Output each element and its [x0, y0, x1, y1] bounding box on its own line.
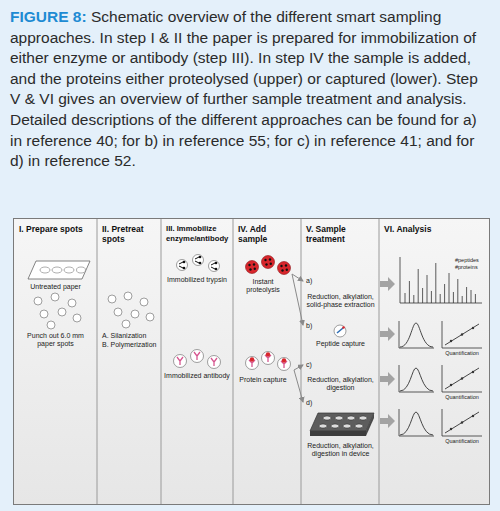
spectrum-peak	[431, 291, 432, 303]
illustration	[14, 219, 489, 504]
axis-label: Quantification	[434, 394, 490, 401]
paper-spots	[34, 293, 81, 329]
spectrum-peak	[449, 273, 450, 303]
step-column: I. Prepare spots	[14, 219, 97, 504]
figure-number: FIGURE 8:	[10, 8, 87, 25]
part-label: Untreated paper	[17, 283, 94, 291]
step-heading: I. Prepare spots	[14, 219, 97, 234]
part-label: Immobilized trypsin	[164, 276, 230, 284]
figure-caption: FIGURE 8: Schematic overview of the diff…	[10, 7, 492, 172]
spectrum-peak	[440, 294, 441, 303]
step-heading: VI. Analysis	[379, 219, 489, 234]
antibody-icons	[174, 350, 221, 369]
approach-letter: c)	[306, 361, 320, 369]
step-column: V. Sample treatment	[301, 219, 379, 504]
protein-capture-icons	[246, 352, 291, 371]
spectrum-peak	[462, 296, 463, 303]
spectrum-peak	[427, 275, 428, 303]
chart-axes	[399, 257, 482, 436]
spectrum-peak	[435, 263, 436, 303]
part-label: Immobilized antibody	[164, 372, 230, 380]
column-ground	[14, 219, 489, 504]
flow-arrows	[380, 277, 395, 428]
spectrum-peak	[466, 287, 467, 303]
method-label: A. Silanization	[102, 332, 160, 340]
spectrum-peak	[444, 284, 445, 303]
step-note: Protein capture	[235, 376, 291, 384]
pretreated-spots	[108, 292, 154, 328]
spectrum-peak	[475, 294, 476, 303]
calibration-points	[450, 327, 474, 430]
peak-traces	[400, 323, 433, 435]
paper-sheet	[28, 261, 90, 279]
method-label: B. Polymerization	[102, 341, 160, 349]
caption-text: Schematic overview of the different smar…	[10, 8, 478, 169]
axis-label: Quantification	[434, 438, 490, 445]
diagram-panel: I. Prepare spotsII. Pretreat spotsIII. I…	[13, 218, 490, 505]
peptide-capture-icon	[334, 325, 346, 337]
column-dividers	[97, 219, 379, 504]
step-heading: IV. Add sample	[233, 219, 301, 244]
approach-letter: b)	[306, 322, 320, 330]
approach-letter: d)	[306, 399, 320, 407]
spectrum-peak	[405, 293, 406, 303]
step-column: IV. Add sample	[233, 219, 301, 504]
trypsin-icons	[177, 255, 220, 272]
device-plate	[310, 413, 374, 436]
step-note: Instant proteolysis	[235, 278, 291, 295]
step-column: III. Immobilize enzyme/antibody	[161, 219, 233, 504]
treatment-note: Peptide capture	[304, 340, 377, 348]
step-note: Punch out 6.0 mm paper spots	[19, 332, 92, 349]
spectrum-peak	[422, 288, 423, 303]
sample-proteolysis-icons	[246, 256, 291, 275]
branch-arrows	[292, 274, 303, 402]
spectrum-peak	[453, 292, 454, 303]
spectrum-peak	[457, 279, 458, 303]
calibration-lines	[445, 324, 479, 433]
treatment-note: Reduction, alkylation, digestion	[304, 376, 377, 393]
step-column: II. Pretreat spots	[97, 219, 161, 504]
axis-label: #peptides #proteins	[455, 257, 485, 270]
spectrum-peak	[418, 269, 419, 303]
step-heading: III. Immobilize enzyme/antibody	[161, 219, 233, 244]
approach-letter: a)	[306, 277, 320, 285]
spectrum-peak	[409, 281, 410, 303]
spectrum-peak	[471, 290, 472, 303]
treatment-note: Reduction, alkylation, solid-phase extra…	[304, 293, 377, 310]
step-heading: II. Pretreat spots	[97, 219, 161, 244]
spectrum-peak	[413, 295, 414, 303]
treatment-note: Reduction, alkylation, digestion in devi…	[304, 442, 377, 459]
step-heading: V. Sample treatment	[301, 219, 379, 244]
axis-label: Quantification	[434, 350, 490, 357]
